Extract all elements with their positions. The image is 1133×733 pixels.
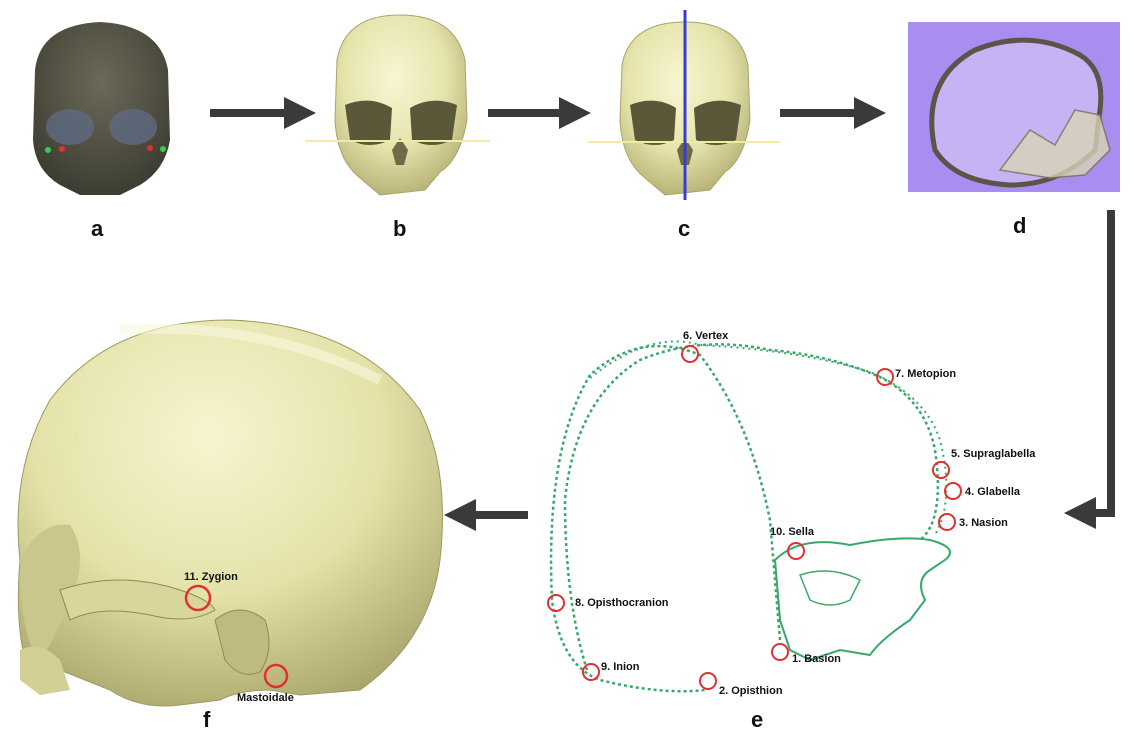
label-opisthocranion: 8. Opisthocranion <box>575 597 669 609</box>
label-metopion: 7. Metopion <box>895 368 956 380</box>
label-mastoidale: Mastoidale <box>237 692 294 704</box>
skull-lateral-3d: 11. Zygion Mastoidale <box>18 320 443 706</box>
marker-glabella <box>945 483 961 499</box>
marker-basion <box>772 644 788 660</box>
skull-front-midsagittal <box>588 10 780 200</box>
marker-supraglabella <box>933 462 949 478</box>
panel-label-a: a <box>91 216 103 242</box>
label-supraglabella: 5. Supraglabella <box>951 448 1036 460</box>
panel-label-c: c <box>678 216 690 242</box>
label-nasion: 3. Nasion <box>959 517 1008 529</box>
panel-label-d: d <box>1013 213 1026 239</box>
marker-opisthion <box>700 673 716 689</box>
label-zygion: 11. Zygion <box>184 571 238 583</box>
panel-label-f: f <box>203 707 210 733</box>
skull-front-oriented <box>305 15 490 195</box>
label-sella: 10. Sella <box>770 526 815 538</box>
label-opisthion: 2. Opisthion <box>719 685 783 697</box>
marker-vertex <box>682 346 698 362</box>
sagittal-outline <box>551 341 950 691</box>
label-vertex: 6. Vertex <box>683 330 729 342</box>
skull-front-segmented <box>33 22 170 195</box>
label-glabella: 4. Glabella <box>965 486 1021 498</box>
panel-label-b: b <box>393 216 406 242</box>
landmark-markers <box>548 346 961 689</box>
label-inion: 9. Inion <box>601 661 640 673</box>
label-basion: 1. Basion <box>792 653 841 665</box>
skull-sagittal-volume <box>908 22 1120 192</box>
marker-opisthocranion <box>548 595 564 611</box>
panel-label-e: e <box>751 707 763 733</box>
marker-sella <box>788 543 804 559</box>
arrow-d-to-e <box>1080 210 1111 513</box>
